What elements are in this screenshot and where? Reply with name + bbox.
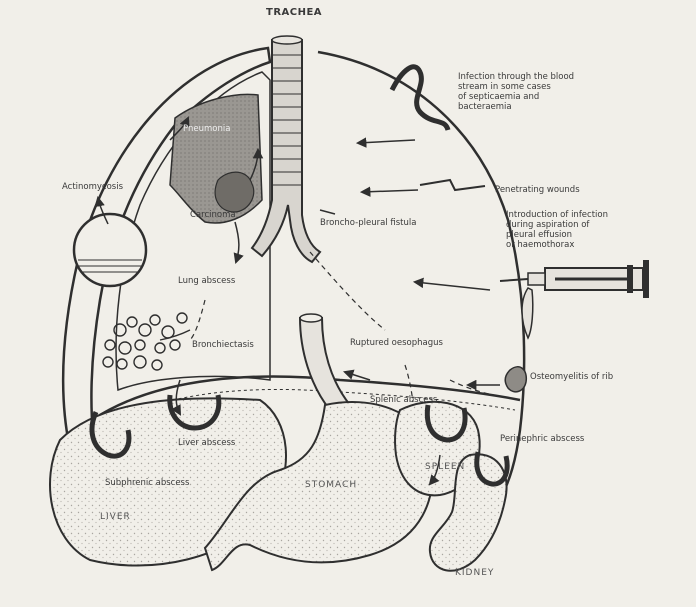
- lung-abscess-circle: [74, 214, 146, 286]
- aspiration-infection-line: Introduction of infection: [506, 210, 608, 220]
- trachea-tube: [252, 36, 320, 262]
- label-aspiration-infection: Introduction of infection during aspirat…: [506, 210, 608, 250]
- aspiration-infection-line: during aspiration of: [506, 220, 608, 230]
- label-liver-abscess: Liver abscess: [178, 438, 235, 448]
- label-liver: LIVER: [100, 512, 131, 522]
- label-bronchiectasis: Bronchiectasis: [192, 340, 254, 350]
- aspiration-infection-line: or haemothorax: [506, 240, 608, 250]
- oesophagus: [300, 318, 350, 410]
- label-blood-infection: Infection through the blood stream in so…: [458, 72, 574, 112]
- label-trachea: TRACHEA: [266, 8, 322, 18]
- label-ruptured-oesophagus: Ruptured oesophagus: [350, 338, 443, 348]
- label-pneumonia: Pneumonia: [183, 124, 230, 134]
- label-carcinoma: Carcinoma: [190, 210, 236, 220]
- carcinoma-mass: [215, 172, 254, 212]
- label-bronchopleural-fistula: Broncho-pleural fistula: [320, 218, 416, 228]
- label-subphrenic-abscess: Subphrenic abscess: [105, 478, 189, 488]
- penetrating-wound: [420, 180, 485, 190]
- blood-infection-line: stream in some cases: [458, 82, 574, 92]
- label-lung-abscess: Lung abscess: [178, 276, 235, 286]
- rib-lesion: [505, 367, 526, 392]
- aspiration-infection-line: pleural effusion: [506, 230, 608, 240]
- blood-infection-line: bacteraemia: [458, 102, 574, 112]
- label-kidney: KIDNEY: [455, 568, 494, 578]
- label-stomach: STOMACH: [305, 480, 357, 490]
- label-perinephric-abscess: Perinephric abscess: [500, 434, 584, 444]
- blood-infection-line: Infection through the blood: [458, 72, 574, 82]
- label-splenic-abscess: Splenic abscess: [370, 395, 437, 405]
- label-osteomyelitis-rib: Osteomyelitis of rib: [530, 372, 613, 382]
- blood-vessel: [392, 67, 448, 130]
- label-actinomycosis: Actinomycosis: [62, 182, 123, 192]
- blood-infection-line: of septicaemia and: [458, 92, 574, 102]
- label-spleen: SPLEEN: [425, 462, 465, 472]
- label-penetrating-wounds: Penetrating wounds: [495, 185, 580, 195]
